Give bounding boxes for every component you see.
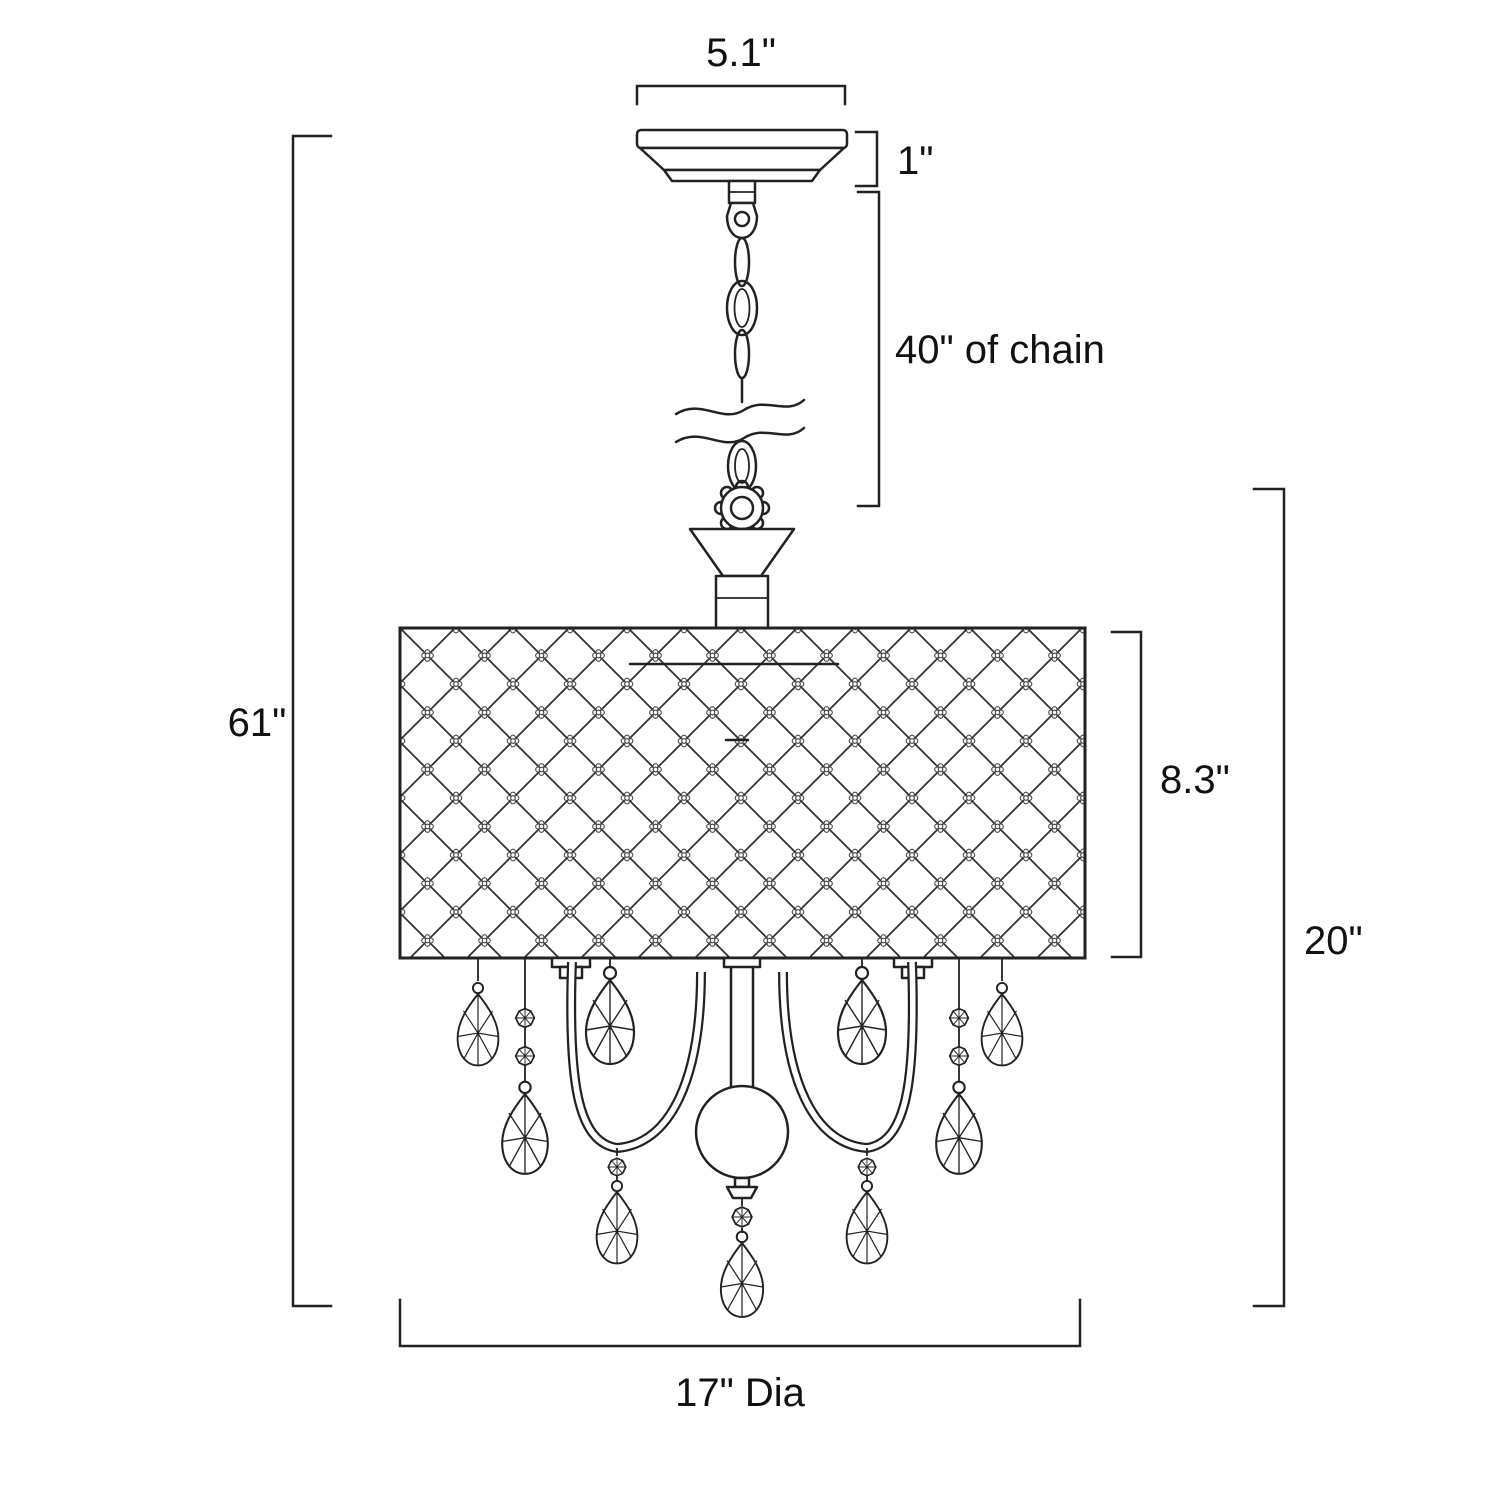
canopy-height-bracket [854, 130, 879, 188]
chain-break-symbol [674, 398, 806, 444]
crystal-teardrop [980, 982, 1024, 1067]
chain-link-inner [734, 448, 750, 484]
canopy-width-label: 5.1" [706, 31, 776, 75]
crystal-teardrop [595, 1180, 639, 1265]
dim-overall-height: 61" [228, 134, 333, 1308]
crystal-bead [731, 1206, 753, 1228]
column-collar [722, 956, 762, 969]
left-arm [566, 961, 706, 1154]
overall-height-bracket [291, 134, 333, 1308]
ceiling-canopy [635, 128, 849, 205]
socket-body [714, 574, 770, 630]
stem-socket [688, 527, 796, 630]
canopy-dome [638, 146, 846, 172]
crystal-bead [948, 1007, 970, 1029]
crystal-bead [514, 1045, 536, 1067]
dim-shade-diameter: 17" Dia [398, 1298, 1082, 1415]
dim-canopy-height: 1" [854, 130, 933, 188]
center-ball [694, 1084, 790, 1180]
chain-link [733, 328, 751, 380]
dim-fixture-height: 20" [1252, 487, 1363, 1308]
center-column [729, 965, 755, 1090]
fixture-height-bracket [1252, 487, 1286, 1308]
ball-neck [733, 1176, 751, 1189]
canopy-lip [662, 168, 822, 183]
chain-length-label: 40" of chain [895, 328, 1105, 372]
left-arm-inner [568, 961, 704, 1151]
shade-height-bracket [1110, 630, 1143, 959]
decorative-ring [713, 479, 771, 537]
chandelier-arms [550, 956, 934, 1200]
crystal-teardrop [456, 982, 500, 1067]
ball-finial [725, 1185, 759, 1200]
shade-diameter-label: 17" Dia [675, 1371, 806, 1415]
canopy-height-label: 1" [897, 139, 933, 183]
crystal-bead [514, 1007, 536, 1029]
crystal-teardrop [501, 1080, 549, 1175]
shade-height-label: 8.3" [1160, 758, 1230, 802]
chain-link [725, 279, 759, 337]
chain-link [733, 236, 751, 288]
chain-link-inner [733, 288, 751, 328]
crystal-teardrop [719, 1230, 765, 1318]
break-squiggle [674, 426, 806, 444]
dim-shade-height: 8.3" [1110, 630, 1230, 959]
clevis-hole [733, 210, 751, 228]
crystal-bead [948, 1045, 970, 1067]
fixture-height-label: 20" [1304, 919, 1363, 963]
chain-clevis [725, 201, 759, 240]
shade-diameter-bracket [398, 1298, 1082, 1348]
crystal-drops [456, 958, 1024, 1318]
dim-chain-length: 40" of chain [856, 190, 1105, 508]
canopy-top-band [635, 128, 849, 150]
canopy-width-bracket [635, 84, 847, 106]
funnel-cone [688, 527, 796, 578]
drum-shade-body [398, 626, 1087, 960]
crystal-bead [607, 1157, 627, 1177]
hanging-chain [674, 201, 806, 537]
overall-height-label: 61" [228, 701, 287, 745]
crystal-teardrop [584, 965, 636, 1066]
right-arm-inner [780, 961, 916, 1151]
crystal-teardrop [836, 965, 888, 1066]
crystal-teardrop [935, 1080, 983, 1175]
crystal-bead [857, 1157, 877, 1177]
right-arm [778, 961, 918, 1154]
break-squiggle [674, 398, 806, 416]
chain-length-bracket [856, 190, 881, 508]
drum-shade [398, 626, 1087, 960]
crystal-teardrop [845, 1180, 889, 1265]
dim-canopy-width: 5.1" [635, 31, 847, 106]
